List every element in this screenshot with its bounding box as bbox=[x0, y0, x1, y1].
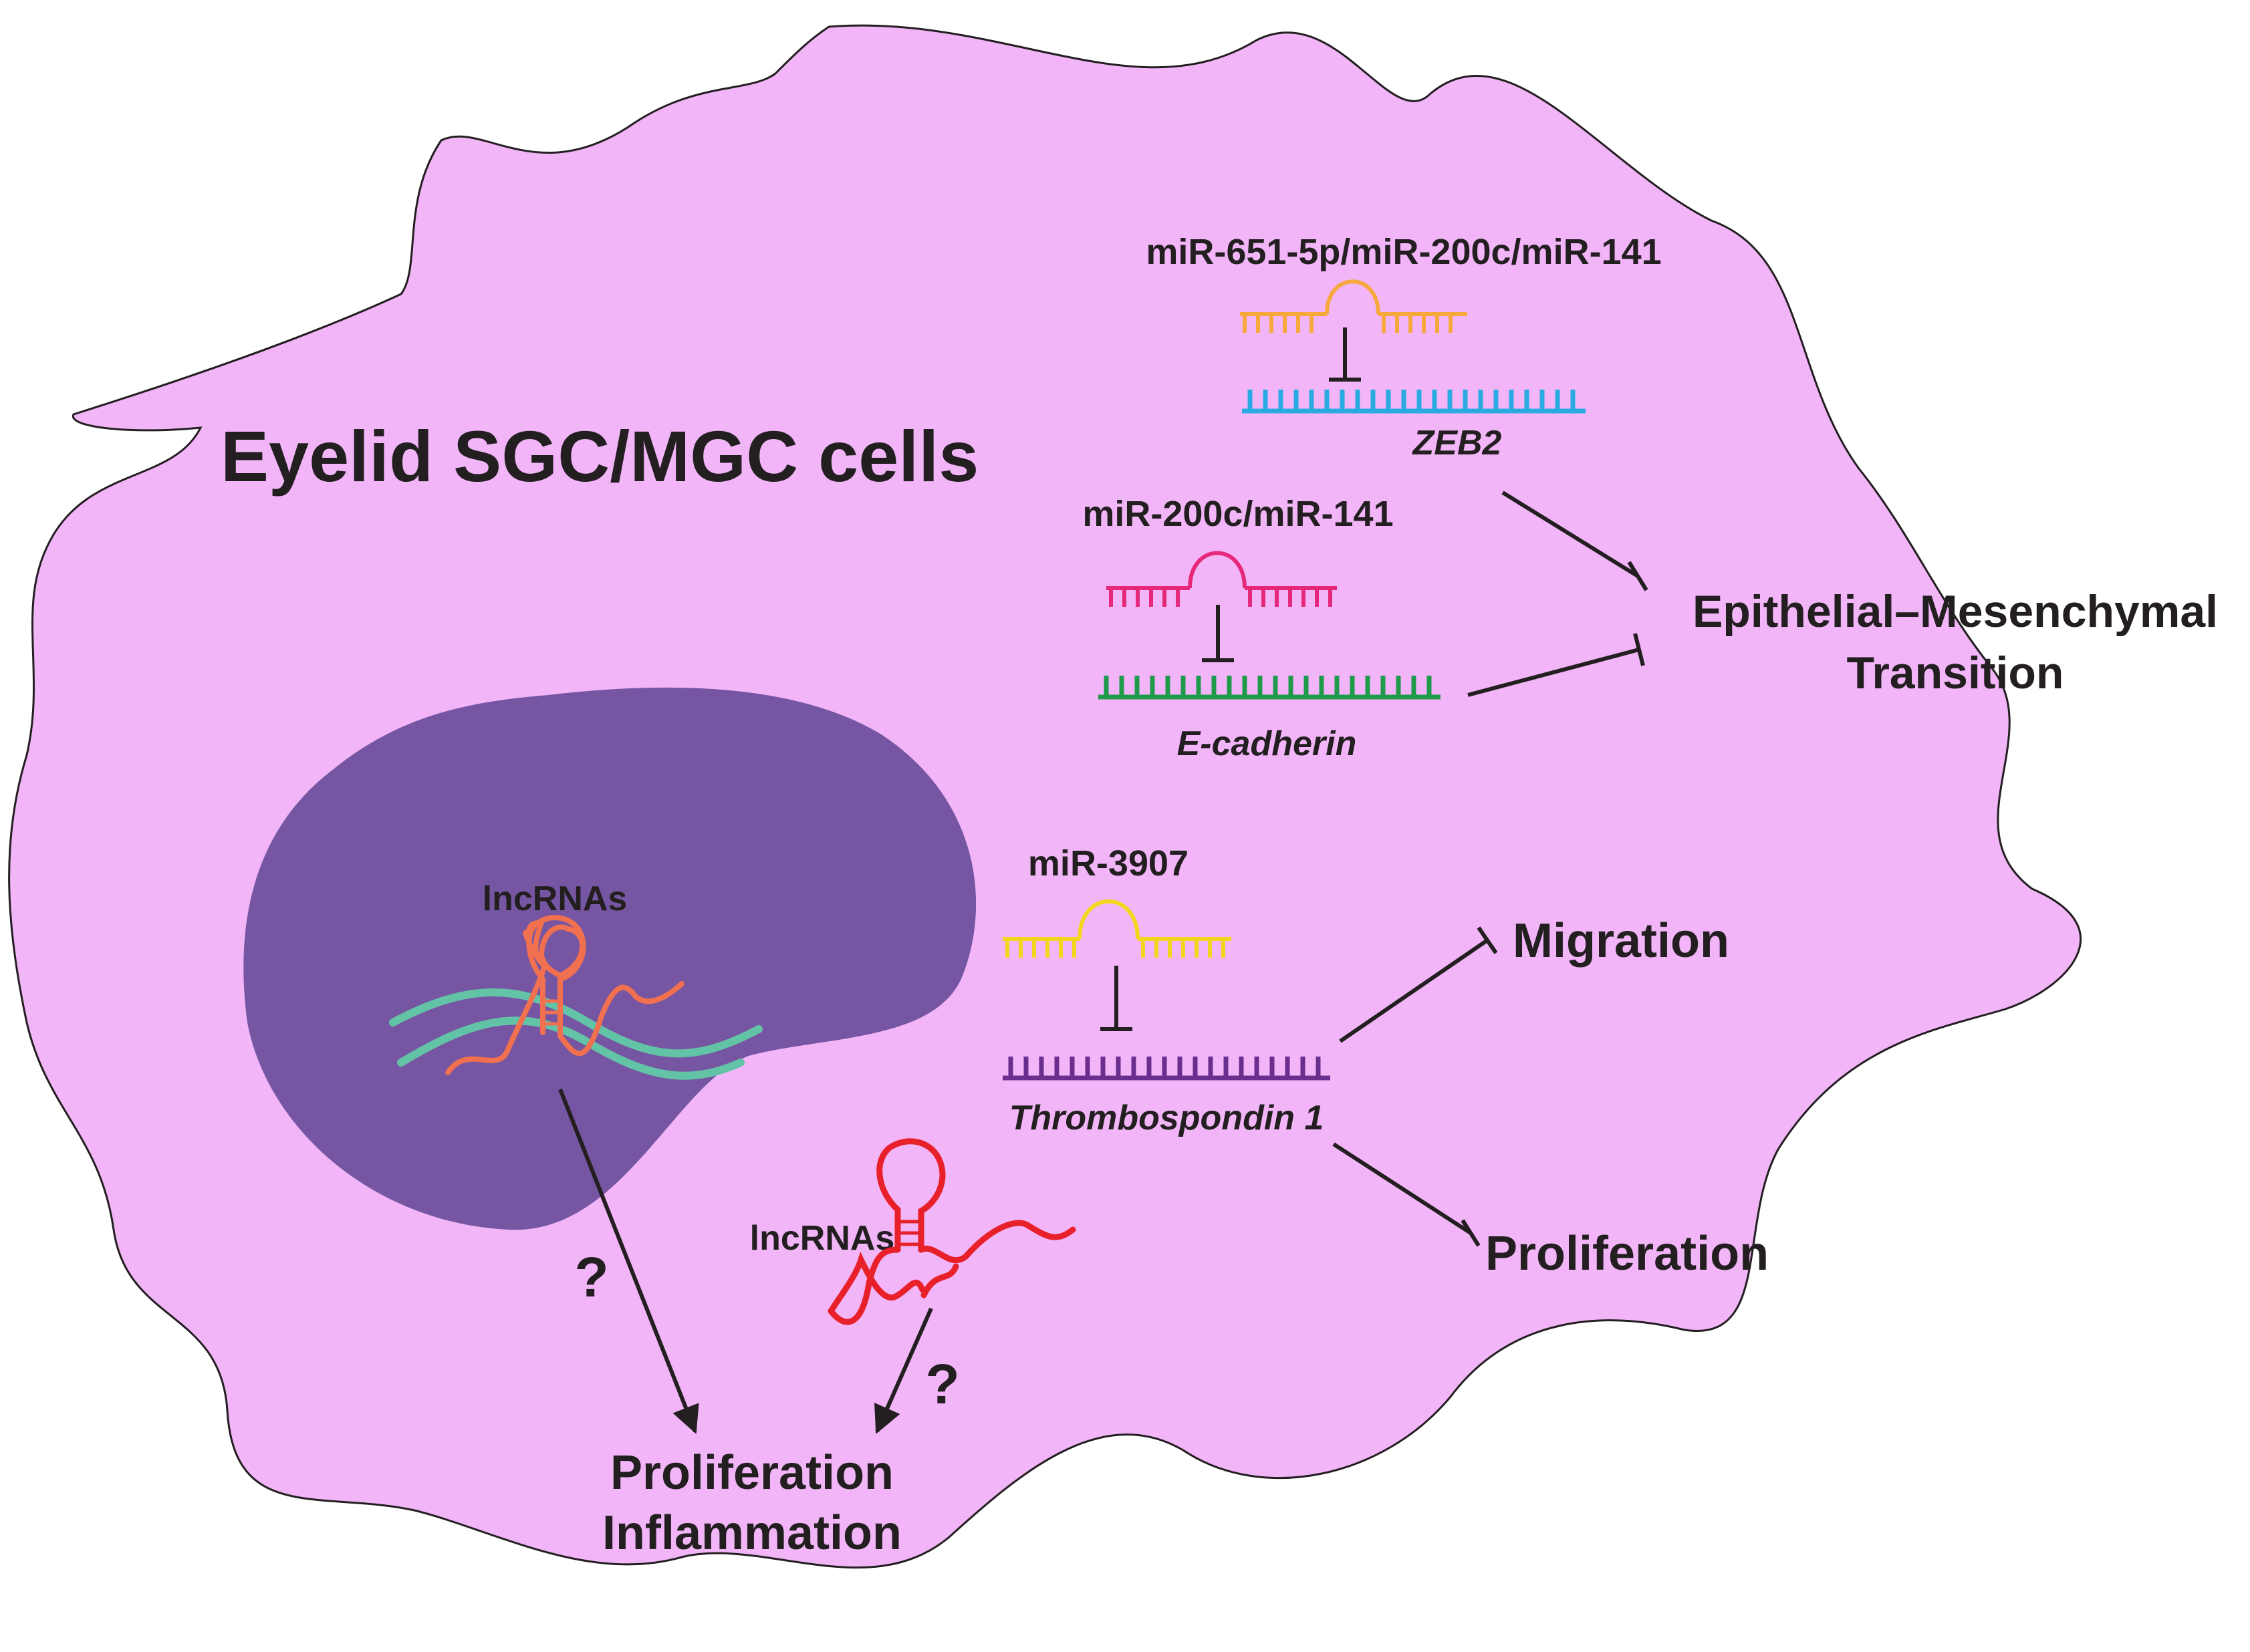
mir-ecad-label: miR-200c/miR-141 bbox=[1082, 494, 1393, 534]
lncrna-cytoplasm-hairpin bbox=[828, 1138, 1076, 1325]
inhibition-ecad bbox=[1202, 605, 1234, 662]
inhibition-migration bbox=[1339, 926, 1498, 1043]
outcome-label-line1: Proliferation bbox=[610, 1446, 894, 1500]
question-mark-nucleus: ? bbox=[574, 1246, 608, 1309]
zeb2-label: ZEB2 bbox=[1412, 424, 1502, 462]
migration-label: Migration bbox=[1513, 914, 1729, 968]
inhibition-proliferation bbox=[1332, 1142, 1481, 1247]
thbs1-label: Thrombospondin 1 bbox=[1009, 1099, 1324, 1137]
inhibition-emt bbox=[1467, 491, 1648, 697]
lncrnas-cytoplasm-label: lncRNAs bbox=[750, 1219, 895, 1258]
lncrnas-nucleus-label: lncRNAs bbox=[483, 879, 628, 918]
mirna-zeb2-strand bbox=[1240, 279, 1467, 333]
mir-3907-label: miR-3907 bbox=[1028, 843, 1189, 883]
diagram-title: Eyelid SGC/MGC cells bbox=[221, 416, 979, 497]
mirna-ecad-strand bbox=[1106, 551, 1337, 607]
emt-label-line2: Transition bbox=[1847, 648, 2064, 698]
question-mark-cytoplasm: ? bbox=[925, 1353, 959, 1415]
lncrna-nucleus-hairpin bbox=[445, 915, 684, 1075]
mrna-thbs1-strand bbox=[1003, 1057, 1330, 1081]
arrow-cytoplasm-to-outcome bbox=[874, 1307, 933, 1434]
ecadherin-label: E-cadherin bbox=[1177, 724, 1357, 763]
inhibition-thbs1 bbox=[1100, 966, 1132, 1031]
nucleus bbox=[243, 687, 977, 1230]
mrna-ecad-strand bbox=[1098, 676, 1441, 700]
inhibition-zeb2 bbox=[1329, 327, 1361, 382]
mirna-3907-strand bbox=[1003, 899, 1231, 958]
emt-label-line1: Epithelial–Mesenchymal bbox=[1693, 586, 2218, 637]
outcome-label-line2: Inflammation bbox=[602, 1506, 902, 1560]
mrna-zeb2-strand bbox=[1242, 390, 1586, 414]
mir-zeb2-label: miR-651-5p/miR-200c/miR-141 bbox=[1146, 232, 1661, 272]
proliferation-label: Proliferation bbox=[1485, 1227, 1769, 1280]
arrow-nucleus-to-outcome bbox=[558, 1088, 699, 1434]
dna-double-helix bbox=[389, 988, 763, 1080]
